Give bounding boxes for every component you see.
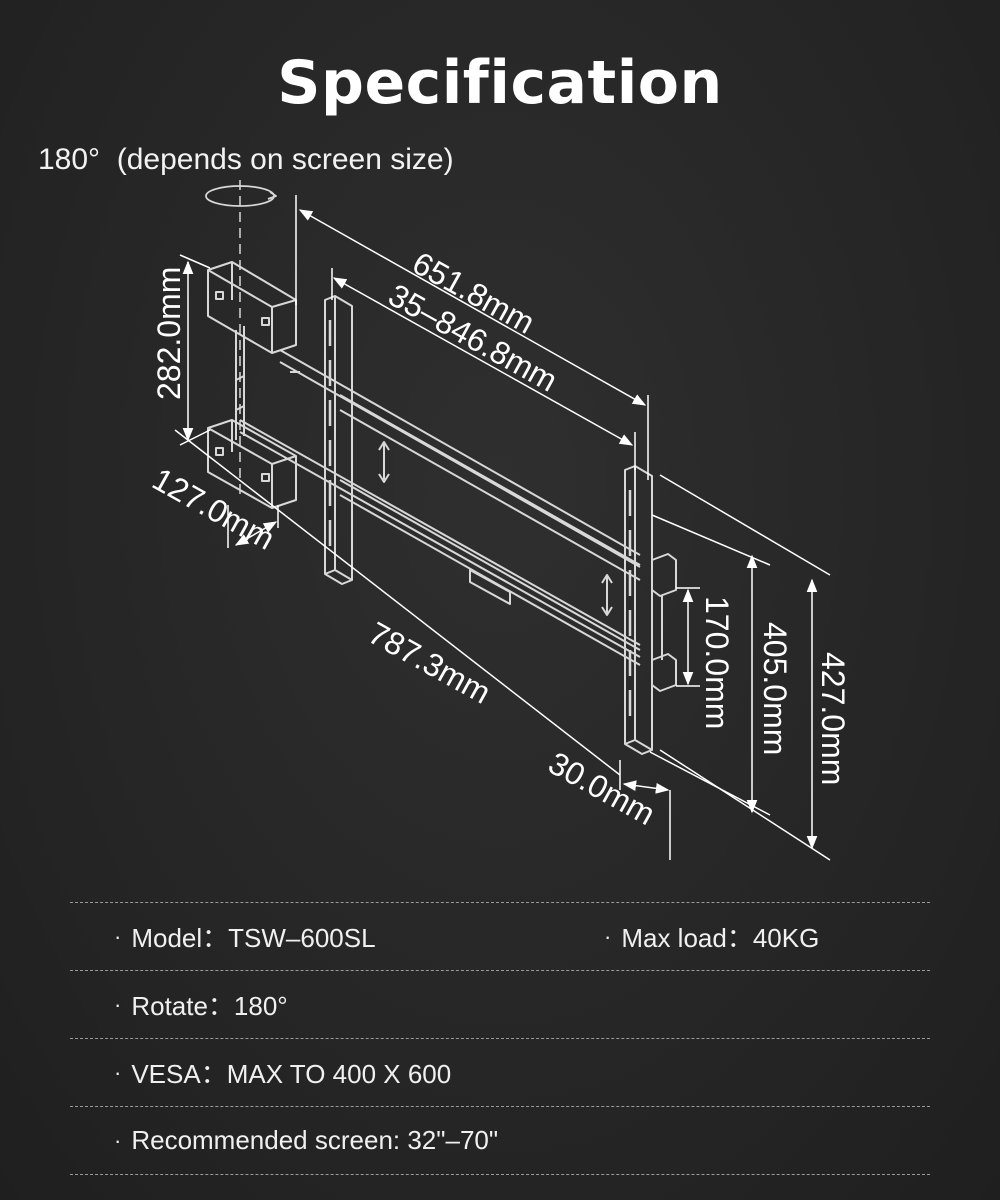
spec-model-text: Model：TSW–600SL: [131, 923, 376, 953]
bullet: ·: [114, 1127, 122, 1153]
mount-dimension-diagram: 651.8mm 35–846.8mm 282.0mm 127.0mm 787.3…: [147, 180, 851, 861]
bullet: ·: [114, 991, 122, 1017]
dim-35-846-line: [332, 277, 634, 446]
spec-list: · Model：TSW–600SL · Max load：40KG · Rota…: [70, 902, 930, 1175]
page-title: Specification: [277, 48, 723, 118]
adjust-arrow-left-icon: [378, 441, 390, 483]
lower-arm: [239, 419, 641, 658]
center-block: [469, 569, 511, 605]
spacer-bottom: [651, 653, 677, 692]
spec-vesa-text: VESA：MAX TO 400 X 600: [131, 1059, 452, 1089]
dim-405-label: 405.0mm: [757, 622, 793, 755]
spec-row: · VESA：MAX TO 400 X 600: [70, 1039, 930, 1107]
rotation-note: 180° (depends on screen size): [38, 143, 454, 176]
dim-170-label: 170.0mm: [699, 596, 735, 729]
dim-127-line: [234, 521, 278, 546]
wall-plate-top: [207, 261, 297, 354]
spec-rotate: · Rotate：180°: [70, 986, 544, 1023]
dim-427-label: 427.0mm: [815, 652, 851, 785]
dim-282-label: 282.0mm: [151, 267, 187, 400]
spec-model: · Model：TSW–600SL: [70, 918, 544, 955]
spec-recommended: · Recommended screen: 32"–70": [70, 1125, 498, 1156]
spec-recommended-text: Recommended screen: 32"–70": [131, 1125, 499, 1155]
bullet: ·: [114, 923, 122, 949]
spec-row: · Recommended screen: 32"–70": [70, 1107, 930, 1175]
bullet: ·: [604, 923, 612, 949]
spec-max-load-text: Max load：40KG: [621, 923, 820, 953]
bullet: ·: [114, 1059, 122, 1085]
dimension-labels: 651.8mm 35–846.8mm 282.0mm 127.0mm 787.3…: [147, 245, 851, 833]
dim-787-label: 787.3mm: [363, 615, 497, 711]
dim-30-line: [622, 780, 670, 794]
spacer-top: [651, 553, 677, 597]
adjust-arrow-right-icon: [601, 574, 613, 616]
spec-row: · Model：TSW–600SL · Max load：40KG: [70, 902, 930, 971]
spec-rotate-text: Rotate：180°: [131, 991, 288, 1021]
mount-drawing: [205, 180, 677, 755]
dimension-lines: [174, 195, 831, 861]
spec-row: · Rotate：180°: [70, 971, 930, 1039]
spec-vesa: · VESA：MAX TO 400 X 600: [70, 1054, 451, 1091]
dim-30-label: 30.0mm: [543, 745, 662, 833]
spec-max-load: · Max load：40KG: [544, 918, 819, 955]
